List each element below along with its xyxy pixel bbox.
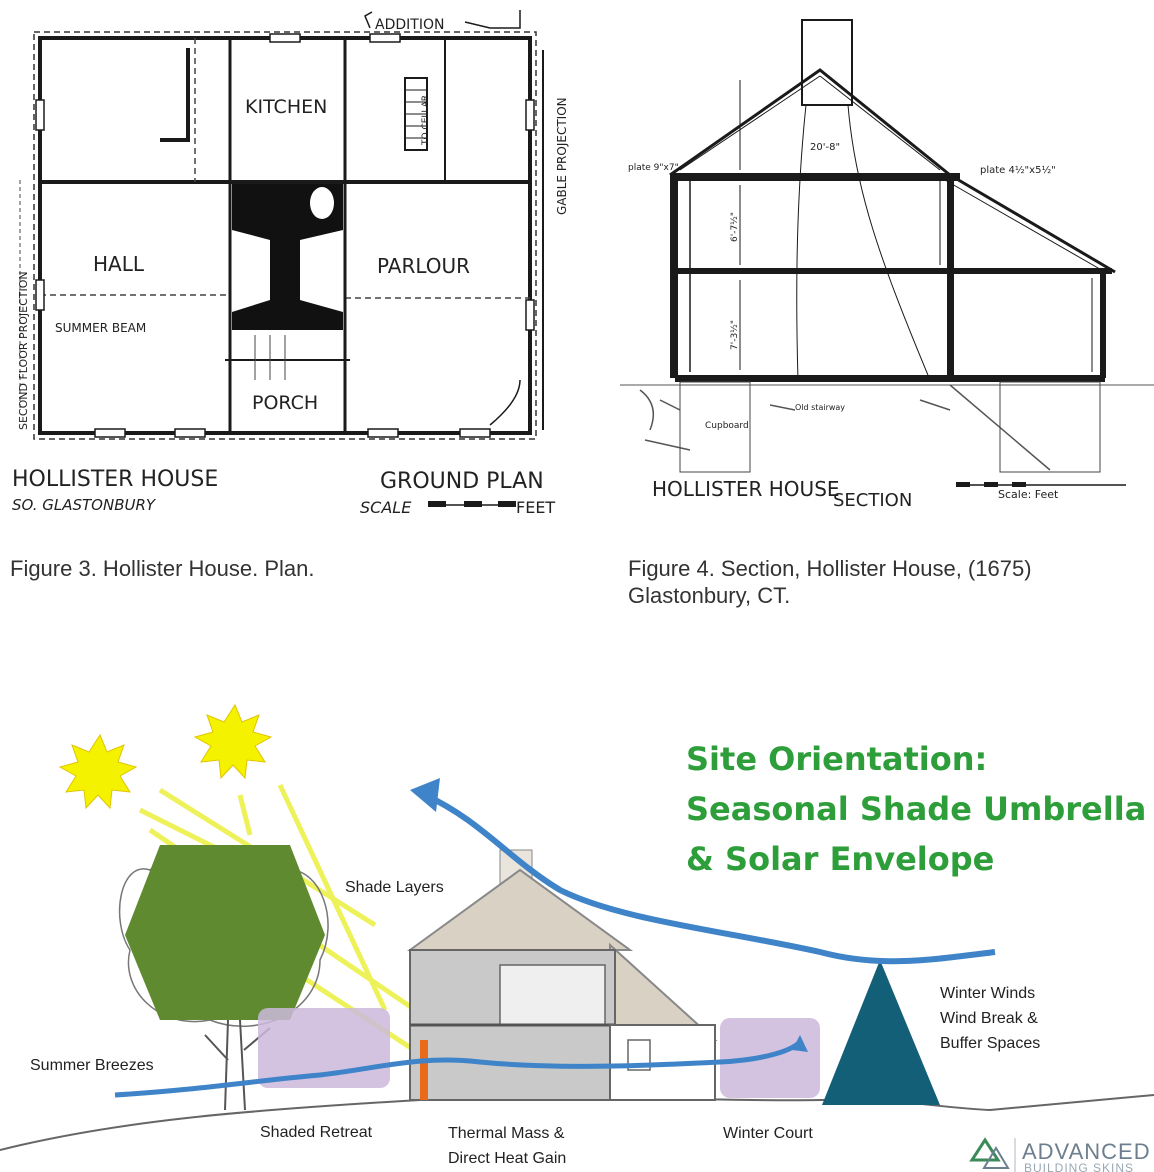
evergreen-windbreak <box>822 960 940 1105</box>
plan-feet-label: FEET <box>516 498 555 517</box>
porch-label: PORCH <box>252 392 318 414</box>
shaded-retreat-label: Shaded Retreat <box>260 1124 373 1141</box>
sun-icon <box>193 703 273 780</box>
upper-dimension-label: 6'-7½" <box>730 212 740 242</box>
winter-winds-label-3: Buffer Spaces <box>940 1035 1040 1052</box>
winter-court-zone <box>720 1018 820 1098</box>
winter-winds-label-2: Wind Break & <box>940 1010 1038 1027</box>
logo-text-line-2: BUILDING SKINS <box>1024 1161 1134 1172</box>
parlour-label: PARLOUR <box>377 254 470 278</box>
section-house-name: HOLLISTER HOUSE <box>652 477 840 501</box>
section-scale-label: Scale: Feet <box>998 488 1059 501</box>
site-orientation-diagram: Site Orientation: Seasonal Shade Umbrell… <box>0 703 1154 1172</box>
winter-wind-arrow <box>410 778 996 965</box>
kitchen-label: KITCHEN <box>245 96 327 118</box>
thermal-mass-label-2: Direct Heat Gain <box>448 1150 566 1167</box>
hall-label: HALL <box>93 252 145 276</box>
section-figure: plate 9"x7" plate 4½"x5½" 20'-8" 6'-7½" … <box>620 19 1154 511</box>
thermal-mass-label-1: Thermal Mass & <box>448 1125 565 1142</box>
summer-breezes-label: Summer Breezes <box>30 1057 154 1074</box>
shade-layers-label: Shade Layers <box>345 879 444 896</box>
second-floor-projection-label: SECOND FLOOR PROJECTION <box>17 271 30 430</box>
section-label: SECTION <box>833 490 912 511</box>
diagram-title-line-2: Seasonal Shade Umbrella <box>686 790 1146 828</box>
winter-winds-label-1: Winter Winds <box>940 985 1035 1002</box>
figure-4-caption-line-2: Glastonbury, CT. <box>628 583 791 608</box>
ground-plan-label: GROUND PLAN <box>380 469 544 494</box>
plan-town: SO. GLASTONBURY <box>12 496 157 514</box>
cupboard-label: Cupboard <box>705 421 749 431</box>
sun-icon <box>58 733 138 810</box>
plan-scale-bar <box>428 501 516 507</box>
plate-right-label: plate 4½"x5½" <box>980 164 1056 176</box>
gable-projection-label: GABLE PROJECTION <box>555 97 569 215</box>
plate-left-label: plate 9"x7" <box>628 163 679 173</box>
logo-text-line-1: ADVANCED <box>1022 1139 1151 1164</box>
diagram-title-line-1: Site Orientation: <box>686 740 987 778</box>
addition-label: ADDITION <box>375 17 444 33</box>
shade-tree-canopy <box>125 845 325 1020</box>
ground-plan-figure: ADDITION KITCHEN TO CELLAR HALL PARLOUR … <box>12 10 569 517</box>
cellar-label: TO CELLAR <box>421 95 431 146</box>
diagram-title-line-3: & Solar Envelope <box>686 840 994 878</box>
plan-house-name: HOLLISTER HOUSE <box>12 467 218 492</box>
figure-4-caption-line-1: Figure 4. Section, Hollister House, (167… <box>628 556 1032 581</box>
summer-beam-label: SUMMER BEAM <box>55 321 146 335</box>
winter-court-label: Winter Court <box>723 1125 813 1142</box>
section-scale-bar <box>956 482 1126 487</box>
roof-dimension-label: 20'-8" <box>810 142 840 153</box>
figure-3-caption: Figure 3. Hollister House. Plan. <box>10 556 315 581</box>
advanced-building-skins-logo: ADVANCED BUILDING SKINS <box>969 1137 1151 1172</box>
summer-breeze-arrow <box>114 1035 808 1098</box>
stairway-note: Old stairway <box>795 403 845 412</box>
plan-scale-label: SCALE <box>360 498 412 517</box>
lower-dimension-label: 7'-3½" <box>730 320 740 350</box>
